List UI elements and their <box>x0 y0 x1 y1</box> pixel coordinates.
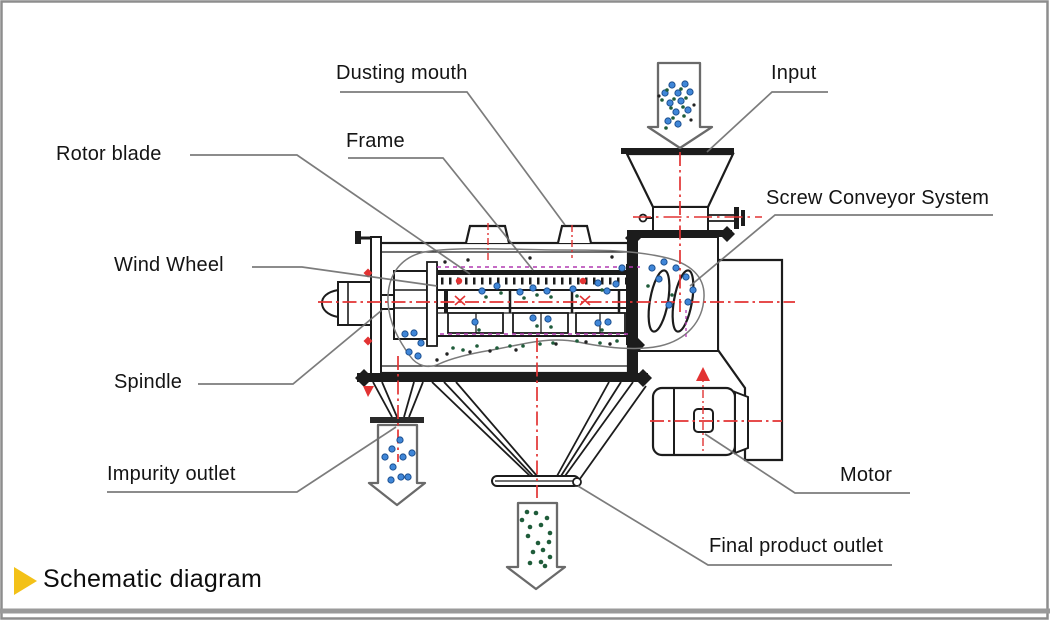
label-final-product-outlet: Final product outlet <box>709 535 884 557</box>
impurity-hopper <box>370 381 424 423</box>
input-particles <box>657 80 696 130</box>
label-motor: Motor <box>840 464 893 486</box>
magenta-reference-lines <box>437 266 687 338</box>
flow-arrows <box>367 61 714 591</box>
leader-spindle <box>198 309 383 385</box>
material-cloud-outline <box>387 247 705 368</box>
leader-dusting-mouth <box>340 91 566 226</box>
label-spindle: Spindle <box>114 371 183 393</box>
label-wind-wheel: Wind Wheel <box>114 254 224 276</box>
leader-frame <box>348 157 534 271</box>
leader-wind-wheel <box>252 266 438 287</box>
final-product-flow-arrow-icon <box>505 501 567 591</box>
leader-motor <box>704 433 910 494</box>
leader-input <box>706 91 828 153</box>
leader-rotor-blade <box>190 154 471 275</box>
label-frame: Frame <box>346 130 405 152</box>
label-leader-lines <box>107 91 993 566</box>
final-product-particles <box>519 509 553 569</box>
discharge-cone <box>431 381 647 487</box>
wind-wheel-housing <box>320 281 372 326</box>
triangle-marker-icon <box>14 567 37 595</box>
centerlines <box>318 152 795 498</box>
impurity-particles <box>381 436 416 484</box>
label-rotor-blade: Rotor blade <box>56 143 162 165</box>
leader-final-product-outlet <box>577 485 892 566</box>
leader-screw-conveyor <box>689 214 993 287</box>
diagram-caption: Schematic diagram <box>43 565 263 593</box>
leader-impurity-outlet <box>107 426 397 493</box>
sieve-material-particles <box>401 255 697 362</box>
input-hopper <box>621 148 745 242</box>
label-screw-conveyor-system: Screw Conveyor System <box>766 187 990 209</box>
input-flow-arrow-icon <box>646 61 714 150</box>
impurity-flow-arrow-icon <box>367 423 427 507</box>
label-dusting-mouth: Dusting mouth <box>336 62 468 84</box>
label-impurity-outlet: Impurity outlet <box>107 463 236 485</box>
label-input: Input <box>771 62 817 84</box>
